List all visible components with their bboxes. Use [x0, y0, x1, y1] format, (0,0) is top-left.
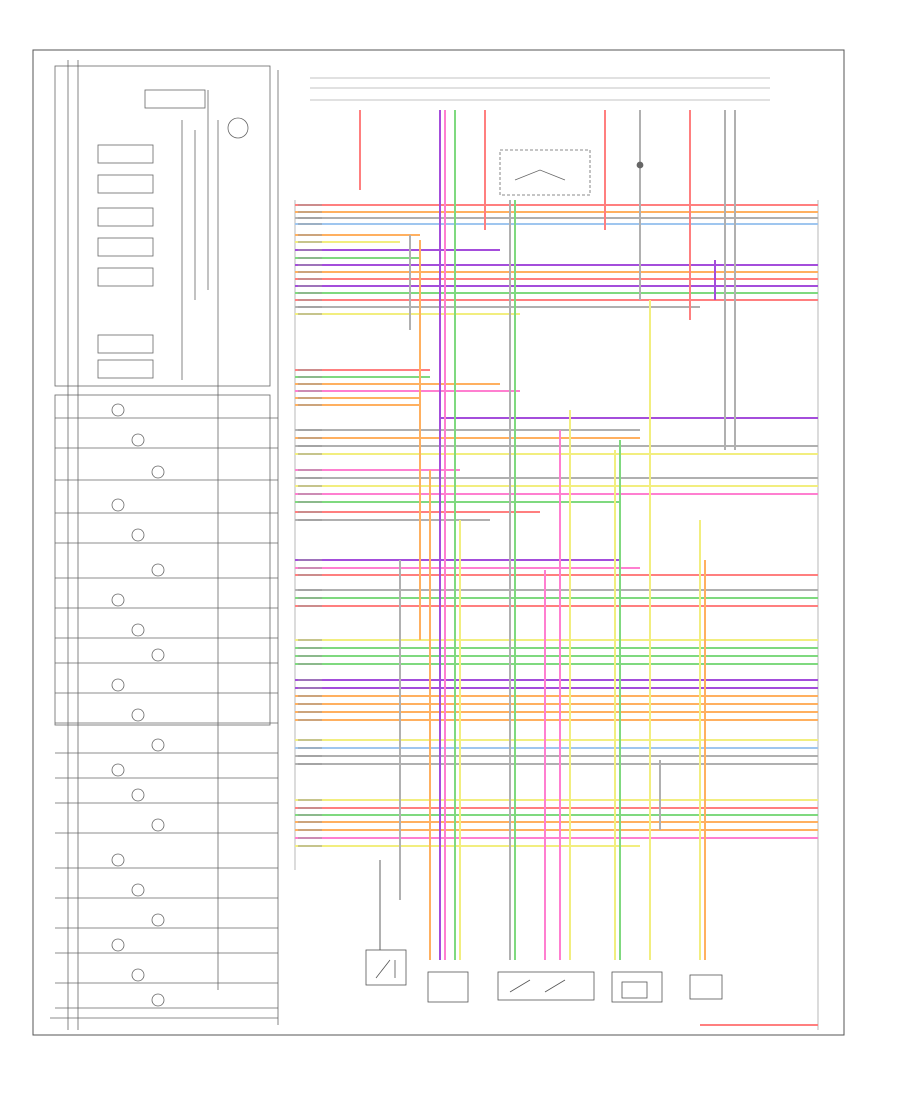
lamp-icon: [151, 818, 165, 832]
diagram-frame: [32, 49, 845, 1036]
lamp-icon: [151, 648, 165, 662]
sensor-2: [427, 971, 469, 1003]
instrument-cluster-panel: [50, 60, 279, 1030]
sensor-1-switch: [375, 959, 396, 979]
lamp-icon: [131, 708, 145, 722]
connector-ladder: [294, 77, 819, 1030]
lamp-icon: [111, 593, 125, 607]
cluster-element-4: [97, 207, 154, 227]
lamp-icon: [151, 465, 165, 479]
lamp-icon: [151, 563, 165, 577]
cluster-element-2: [97, 144, 154, 164]
lamp-icon: [151, 913, 165, 927]
lamp-icon: [131, 528, 145, 542]
lamp-icon: [111, 853, 125, 867]
sensor-6: [689, 974, 723, 1000]
lamp-icon: [111, 763, 125, 777]
cluster-element-1: [144, 89, 206, 109]
cluster-outline: [54, 65, 271, 387]
vertical-wires: [359, 110, 736, 960]
cluster-element-6: [97, 267, 154, 287]
cluster-lower-outline: [54, 394, 271, 726]
bottom-sensors: [365, 949, 723, 1003]
cluster-element-5: [97, 237, 154, 257]
cluster-element-7: [97, 334, 154, 354]
sensor-5: [621, 981, 648, 999]
sensor-3-switch: [509, 979, 566, 993]
cluster-element-3: [97, 174, 154, 194]
lamp-icon: [111, 403, 125, 417]
sensor-3: [497, 971, 595, 1001]
top-switch: [514, 169, 566, 181]
lamp-icon: [111, 938, 125, 952]
lamp-icon: [131, 788, 145, 802]
cluster-element-8: [97, 359, 154, 379]
sensor-4: [611, 971, 663, 1003]
cluster-gauge: [227, 117, 249, 139]
lamp-rows: [55, 403, 278, 1009]
lamp-icon: [111, 498, 125, 512]
lamp-icon: [131, 623, 145, 637]
horizontal-wires: [295, 204, 818, 1026]
lamp-icon: [151, 738, 165, 752]
lamp-icon: [131, 433, 145, 447]
lamp-icon: [151, 993, 165, 1007]
lamp-icon: [111, 678, 125, 692]
top-relay-box: [499, 149, 591, 196]
top-junction: [636, 161, 644, 169]
lamp-icon: [131, 968, 145, 982]
top-components: [499, 149, 644, 196]
lamp-icon: [131, 883, 145, 897]
connector-pin-ticks: [298, 204, 322, 847]
sensor-1: [365, 949, 407, 986]
